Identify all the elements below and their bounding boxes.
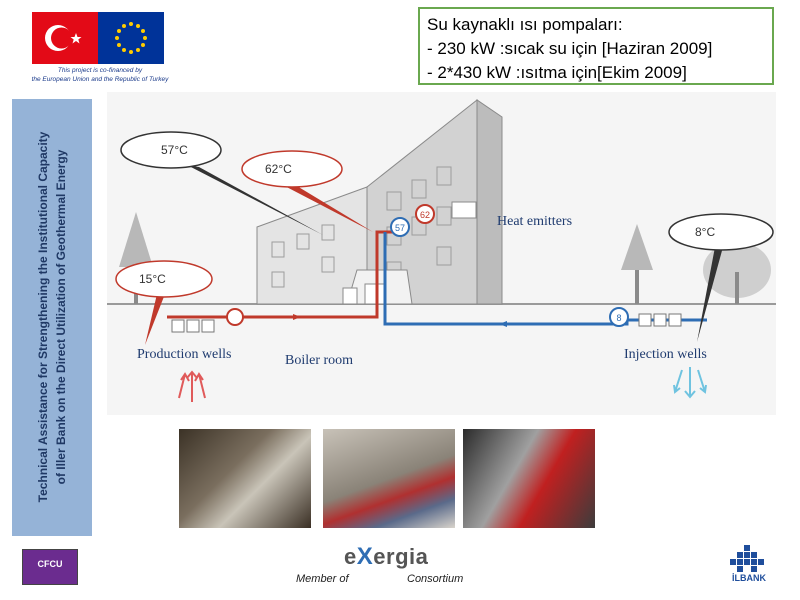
heat-emitters-label: Heat emitters [497, 214, 572, 229]
hot-supply-pipe [167, 230, 402, 319]
cold-arrows-icon [673, 367, 707, 399]
marker-8-text: 8 [616, 313, 621, 323]
info-line-2: - 230 kW :sıcak su için [Haziran 2009] [427, 39, 713, 58]
turkey-flag [32, 12, 98, 64]
member-of-label: Member of [296, 573, 349, 585]
heat-arrows-icon [178, 370, 206, 402]
production-meter-icon [226, 308, 244, 326]
marker-8: 8 [609, 307, 629, 327]
sidebar-panel [12, 99, 92, 536]
info-line-1: Su kaynaklı ısı pompaları: [427, 15, 623, 34]
crescent-star-icon [45, 25, 82, 51]
eu-stars-icon [115, 22, 147, 54]
cfcu-logo-text: CFCU [37, 559, 63, 569]
boiler-room-label: Boiler room [285, 353, 353, 368]
bubble-8: 8°C [668, 213, 774, 342]
flow-arrow-hot [293, 314, 301, 320]
exergia-logo: eXergia [344, 543, 428, 571]
apartment-building [256, 98, 503, 305]
boiler-room-photo-3 [463, 429, 595, 528]
bubble-57-text: 57°C [161, 143, 188, 157]
cofinance-line-2: the European Union and the Republic of T… [31, 76, 169, 84]
ilbank-logo-icon [730, 545, 764, 572]
exergia-x: X [356, 543, 374, 570]
diagram-svg: 57 62 8 Heat emitters Production wells B… [107, 98, 776, 402]
bubble-15: 15°C [115, 260, 213, 345]
eu-flag [98, 12, 164, 64]
bubble-15-text: 15°C [139, 272, 166, 286]
ilbank-logo-text: İLBANK [732, 573, 766, 583]
injection-well-pumps [638, 313, 682, 327]
cofinance-line-1: This project is co-financed by [57, 67, 143, 74]
marker-57: 57 [390, 217, 410, 237]
production-wells-label: Production wells [137, 347, 232, 362]
sidebar-title: Technical Assistance for Strengthening t… [34, 107, 70, 527]
flow-arrow-cold [499, 321, 507, 327]
boiler-room-photo-2 [323, 429, 455, 528]
bubble-57: 57°C [120, 131, 323, 235]
production-well-pumps [171, 319, 215, 333]
cfcu-logo [22, 549, 78, 585]
bubble-62: 62°C [241, 150, 373, 232]
boiler-room-photo-1 [179, 429, 311, 528]
marker-62-text: 62 [420, 210, 430, 220]
sidebar-title-line-1: Technical Assistance for Strengthening t… [36, 131, 50, 503]
bubble-62-text: 62°C [265, 162, 292, 176]
info-line-3: - 2*430 kW :ısıtma için[Ekim 2009] [427, 63, 687, 82]
bubble-8-text: 8°C [695, 225, 715, 239]
geothermal-system-diagram: 57 62 8 Heat emitters Production wells B… [107, 92, 776, 415]
exergia-prefix: e [344, 544, 357, 569]
cofinance-note: This project is co-financed by the Europ… [10, 66, 190, 85]
exergia-suffix: ergia [373, 544, 429, 569]
consortium-label: Consortium [407, 573, 464, 585]
marker-62: 62 [415, 204, 435, 224]
marker-57-text: 57 [395, 223, 405, 233]
sidebar-title-line-2: of Iller Bank on the Direct Utilization … [54, 149, 68, 485]
heat-pump-info-box: Su kaynaklı ısı pompaları: - 230 kW :sıc… [418, 7, 774, 85]
injection-wells-label: Injection wells [624, 347, 707, 362]
